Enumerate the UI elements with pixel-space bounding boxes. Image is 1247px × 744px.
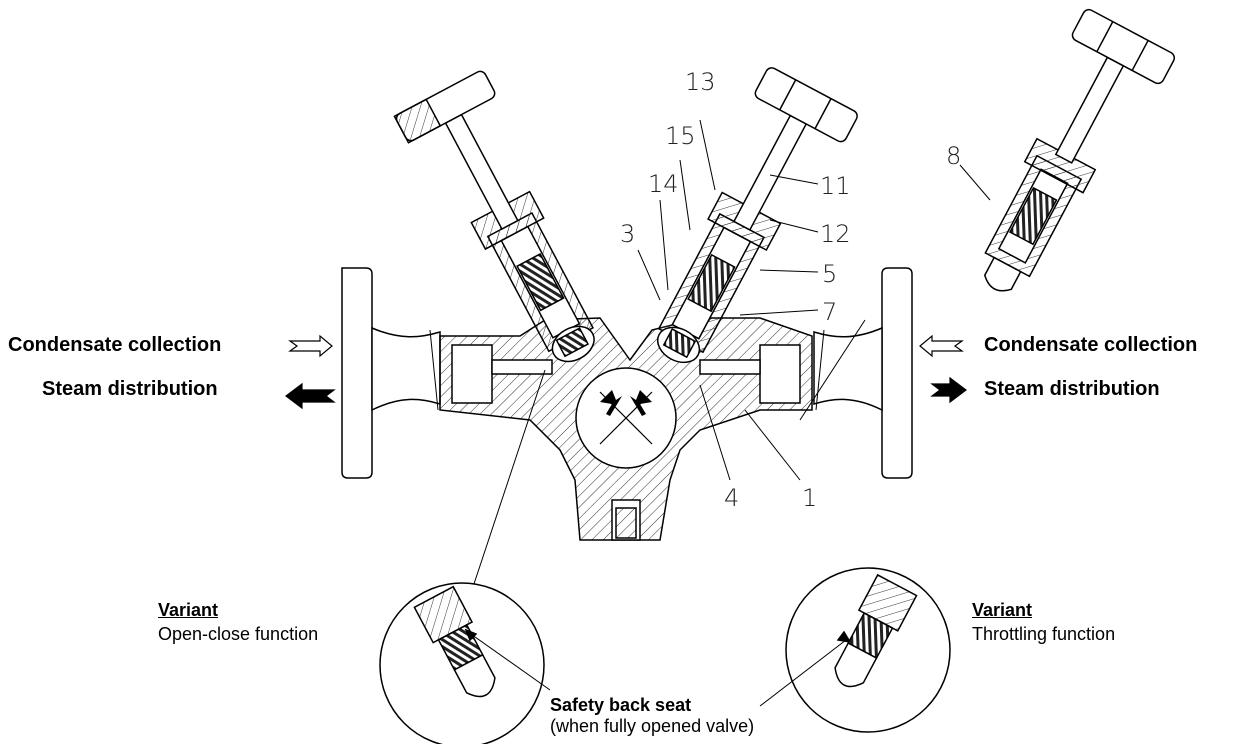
variant-left-title: Variant [158, 600, 219, 620]
back-seat-subtitle: (when fully opened valve) [550, 716, 755, 736]
part-number-3: 3 [620, 220, 636, 248]
right-flow-arrows [919, 334, 967, 404]
back-seat-title: Safety back seat [550, 695, 692, 715]
part-number-4: 4 [724, 484, 740, 512]
part-number-7: 7 [822, 298, 838, 326]
part-number-1: 1 [802, 484, 818, 512]
part-number-14: 14 [648, 170, 679, 198]
chamber-arrows [600, 390, 652, 416]
part-number-15: 15 [665, 122, 696, 150]
left-steam-label: Steam distribution [42, 378, 218, 400]
detail-circle-right [759, 567, 951, 733]
part-number-12: 12 [820, 220, 851, 248]
left-flange [341, 267, 441, 479]
part-number-13: 13 [685, 68, 716, 96]
valve-body [439, 317, 813, 541]
left-flow-arrows [285, 334, 336, 410]
leader-lines [461, 119, 991, 621]
part-number-11: 11 [820, 172, 851, 200]
variant-right-subtitle: Throttling function [972, 624, 1116, 644]
right-flange [813, 267, 913, 479]
right-condensate-label: Condensate collection [984, 334, 1198, 356]
right-valve-assembly [656, 67, 858, 364]
part-number-8: 8 [946, 142, 962, 170]
variant-left-subtitle: Open-close function [158, 624, 319, 644]
detached-valve [983, 8, 1176, 292]
right-steam-label: Steam distribution [984, 378, 1160, 400]
part-number-5: 5 [822, 260, 838, 288]
detail-circle-left [379, 582, 551, 744]
variant-right-title: Variant [972, 600, 1033, 620]
left-valve-assembly [393, 70, 595, 363]
left-condensate-label: Condensate collection [8, 334, 222, 356]
